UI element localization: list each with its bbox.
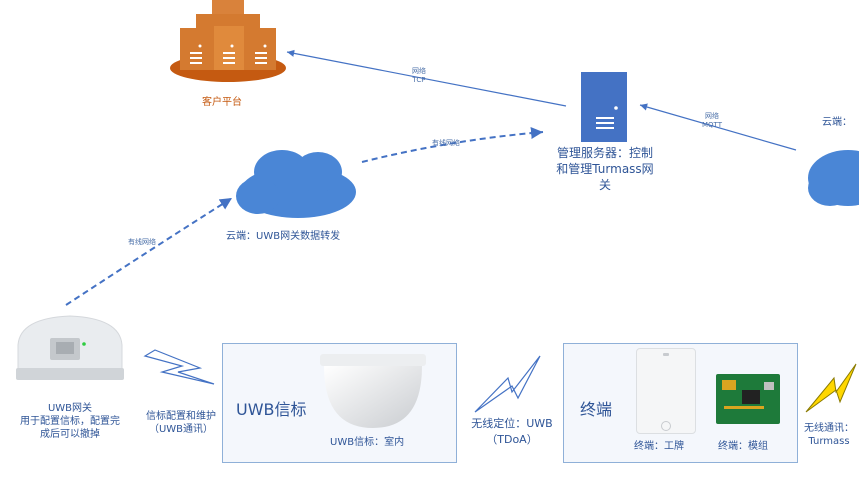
- edge-cloud-right-to-server: [639, 103, 797, 151]
- lightning-left-icon: [143, 349, 215, 385]
- wireless-comm-line-1: 无线通讯：: [804, 423, 854, 434]
- beacon-config-label: 信标配置和维护 （UWB通讯）: [136, 410, 226, 436]
- uwb-gateway-line-3: 成后可以撤掉: [40, 429, 100, 440]
- wireless-comm-label: 无线通讯： Turmass: [799, 422, 859, 448]
- beacon-config-line-2: （UWB通讯）: [148, 424, 214, 435]
- edge-label-server-to-client-2: TCP: [412, 76, 426, 84]
- client-platform-icon: [170, 0, 286, 82]
- edge-label-server-to-client-1: 网络: [412, 67, 426, 75]
- edge-server-to-client: [286, 49, 567, 107]
- terminal-badge-caption: 终端：工牌: [634, 441, 684, 452]
- edge-gateway-to-cloud: [65, 197, 233, 306]
- client-platform-label: 客户平台: [202, 97, 242, 108]
- cloud-uwb-label: 云端：UWB网关数据转发: [226, 231, 341, 242]
- wireless-positioning-label: 无线定位：UWB （TDoA）: [458, 416, 566, 448]
- uwb-beacon-box-title: UWB信标: [236, 400, 307, 419]
- module-terminal-image: [716, 374, 780, 424]
- uwb-gateway-icon: [16, 315, 124, 380]
- edge-label-cloud-right-to-server-2: MQTT: [702, 121, 722, 129]
- beacon-config-line-1: 信标配置和维护: [146, 411, 216, 422]
- uwb-beacon-caption: UWB信标：室内: [330, 437, 405, 448]
- terminal-module-caption: 终端：模组: [718, 441, 768, 452]
- badge-terminal-image: [636, 348, 696, 434]
- edge-label-gateway-to-cloud: 有线网络: [128, 238, 156, 246]
- edge-label-cloud-right-to-server-1: 网络: [704, 112, 719, 120]
- edge-label-server-to-client: 网络 TCP: [412, 67, 426, 85]
- uwb-beacon-image: [320, 354, 426, 428]
- management-server-line-1: 管理服务器：控制: [556, 146, 653, 160]
- cloud-icon: [236, 150, 356, 218]
- uwb-gateway-line-1: UWB网关: [47, 403, 93, 414]
- wireless-comm-line-2: Turmass: [808, 436, 850, 447]
- uwb-gateway-line-2: 用于配置信标，配置完: [20, 416, 120, 427]
- cloud-right-label: 云端：: [822, 117, 852, 128]
- edge-label-cloud-right-to-server: 网络 MQTT: [702, 112, 722, 130]
- management-server-line-2: 和管理Turmass网: [556, 162, 654, 176]
- wireless-positioning-line-1: 无线定位：UWB: [471, 417, 553, 430]
- edge-cloud-to-server: [361, 127, 544, 163]
- lightning-middle-icon: [474, 355, 541, 413]
- uwb-gateway-label: UWB网关 用于配置信标，配置完 成后可以撤掉: [4, 402, 136, 441]
- management-server-label: 管理服务器：控制 和管理Turmass网 关: [540, 145, 670, 193]
- management-server-icon: [581, 72, 627, 142]
- terminal-box-title: 终端: [580, 400, 613, 419]
- management-server-line-3: 关: [598, 178, 611, 192]
- cloud-right-icon: [808, 150, 859, 206]
- wireless-positioning-line-2: （TDoA）: [486, 433, 538, 446]
- edge-label-cloud-to-server: 有线网络: [432, 139, 460, 147]
- lightning-right-icon: [805, 363, 857, 413]
